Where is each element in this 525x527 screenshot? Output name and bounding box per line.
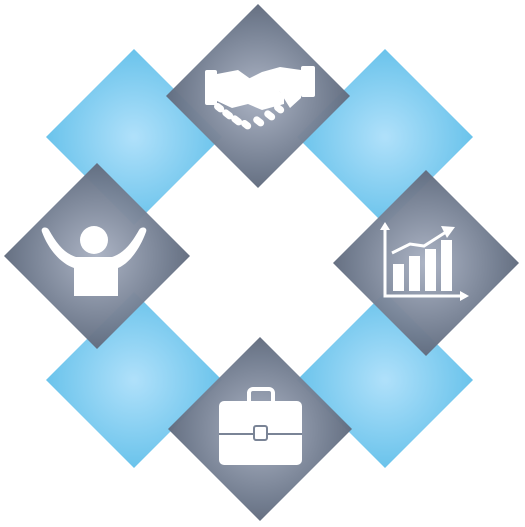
handshake-icon (205, 66, 315, 130)
bar-chart-growth-icon (380, 222, 469, 301)
person-cheering-icon (41, 226, 147, 296)
gray-tile-left (4, 163, 190, 349)
briefcase-icon (219, 387, 302, 465)
